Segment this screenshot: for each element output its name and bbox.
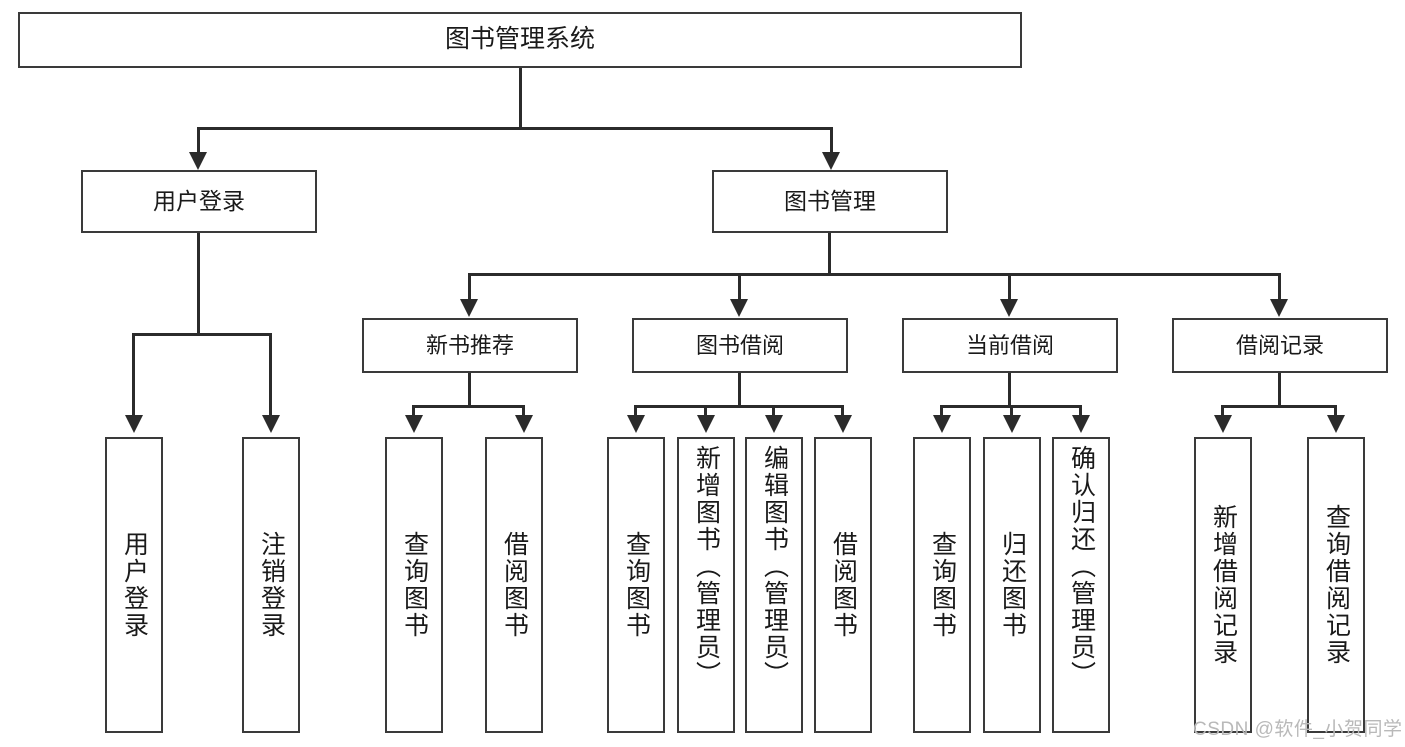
node-label: 确认归还（管理员） <box>1067 445 1096 688</box>
connector-nbr-leaf2 <box>522 405 525 417</box>
connector-book-manage-bus <box>468 273 1280 276</box>
arrowhead-leaf-user-login <box>125 415 143 433</box>
node-label: 查询图书 <box>928 531 957 639</box>
node-leaf-confirm-return[interactable]: 确认归还（管理员） <box>1052 437 1110 733</box>
node-user-login[interactable]: 用户登录 <box>81 170 317 233</box>
node-book-manage[interactable]: 图书管理 <box>712 170 948 233</box>
connector-user-login-stem <box>197 233 200 335</box>
node-leaf-return-book[interactable]: 归还图书 <box>983 437 1041 733</box>
connector-root-bus <box>197 127 833 130</box>
connector-cb-leaf2 <box>1010 405 1013 417</box>
arrowhead-borrow-record <box>1270 299 1288 317</box>
arrowhead-book-borrow <box>730 299 748 317</box>
node-new-book-recommend[interactable]: 新书推荐 <box>362 318 578 373</box>
node-label: 编辑图书（管理员） <box>760 445 789 688</box>
connector-user-login-right <box>269 333 272 417</box>
node-leaf-borrow-book-2[interactable]: 借阅图书 <box>814 437 872 733</box>
node-leaf-edit-book[interactable]: 编辑图书（管理员） <box>745 437 803 733</box>
connector-bb-leaf1 <box>634 405 637 417</box>
connector-bb-leaf3 <box>772 405 775 417</box>
connector-root-to-book-manage <box>830 127 833 155</box>
node-leaf-borrow-book-1[interactable]: 借阅图书 <box>485 437 543 733</box>
node-leaf-query-book-1[interactable]: 查询图书 <box>385 437 443 733</box>
arrowhead-leaf-add-record <box>1214 415 1232 433</box>
node-label: 借阅记录 <box>1235 332 1324 358</box>
connector-nbr-leaf1 <box>412 405 415 417</box>
arrowhead-leaf-return-book <box>1003 415 1021 433</box>
connector-to-borrow-record <box>1278 273 1281 301</box>
node-book-borrow[interactable]: 图书借阅 <box>632 318 848 373</box>
node-leaf-query-book-3[interactable]: 查询图书 <box>913 437 971 733</box>
connector-book-borrow-stem <box>738 373 741 407</box>
connector-bb-leaf4 <box>841 405 844 417</box>
arrowhead-leaf-logout-login <box>262 415 280 433</box>
arrowhead-leaf-add-book <box>697 415 715 433</box>
connector-borrow-record-stem <box>1278 373 1281 407</box>
arrowhead-root-to-book-manage <box>822 152 840 170</box>
node-label: 用户登录 <box>120 531 149 639</box>
connector-book-manage-stem <box>828 233 831 275</box>
connector-to-book-borrow <box>738 273 741 301</box>
node-current-borrow[interactable]: 当前借阅 <box>902 318 1118 373</box>
connector-user-login-bus <box>132 333 272 336</box>
node-label: 图书管理 <box>784 188 876 215</box>
connector-book-borrow-bus <box>634 405 844 408</box>
node-label: 新增借阅记录 <box>1209 504 1238 666</box>
connector-cb-leaf3 <box>1079 405 1082 417</box>
connector-borrow-record-bus <box>1221 405 1337 408</box>
node-leaf-add-book[interactable]: 新增图书（管理员） <box>677 437 735 733</box>
arrowhead-root-to-user-login <box>189 152 207 170</box>
arrowhead-new-book-recommend <box>460 299 478 317</box>
connector-to-new-book-recommend <box>468 273 471 301</box>
node-label: 图书管理系统 <box>444 25 595 54</box>
node-label: 借阅图书 <box>829 531 858 639</box>
arrowhead-leaf-query-book-3 <box>933 415 951 433</box>
node-label: 新增图书（管理员） <box>692 445 721 688</box>
node-label: 新书推荐 <box>425 332 514 358</box>
connector-br-leaf2 <box>1334 405 1337 417</box>
node-root-system[interactable]: 图书管理系统 <box>18 12 1022 68</box>
node-label: 查询图书 <box>400 531 429 639</box>
connector-bb-leaf2 <box>704 405 707 417</box>
node-label: 用户登录 <box>153 188 245 215</box>
connector-root-to-user-login <box>197 127 200 155</box>
node-leaf-query-record[interactable]: 查询借阅记录 <box>1307 437 1365 733</box>
node-borrow-record[interactable]: 借阅记录 <box>1172 318 1388 373</box>
arrowhead-leaf-query-book-1 <box>405 415 423 433</box>
arrowhead-leaf-edit-book <box>765 415 783 433</box>
node-leaf-logout-login[interactable]: 注销登录 <box>242 437 300 733</box>
node-label: 图书借阅 <box>695 332 784 358</box>
node-label: 查询图书 <box>622 531 651 639</box>
node-label: 查询借阅记录 <box>1322 504 1351 666</box>
connector-cb-leaf1 <box>940 405 943 417</box>
connector-to-current-borrow <box>1008 273 1011 301</box>
node-label: 当前借阅 <box>965 332 1054 358</box>
connector-new-book-recommend-stem <box>468 373 471 407</box>
arrowhead-leaf-borrow-book-1 <box>515 415 533 433</box>
connector-br-leaf1 <box>1221 405 1224 417</box>
node-leaf-query-book-2[interactable]: 查询图书 <box>607 437 665 733</box>
arrowhead-leaf-query-book-2 <box>627 415 645 433</box>
connector-current-borrow-stem <box>1008 373 1011 407</box>
node-leaf-user-login[interactable]: 用户登录 <box>105 437 163 733</box>
arrowhead-leaf-query-record <box>1327 415 1345 433</box>
node-label: 借阅图书 <box>500 531 529 639</box>
connector-root-stem <box>519 68 522 129</box>
connector-new-book-recommend-bus <box>412 405 525 408</box>
node-leaf-add-record[interactable]: 新增借阅记录 <box>1194 437 1252 733</box>
arrowhead-leaf-confirm-return <box>1072 415 1090 433</box>
arrowhead-current-borrow <box>1000 299 1018 317</box>
arrowhead-leaf-borrow-book-2 <box>834 415 852 433</box>
node-label: 注销登录 <box>257 531 286 639</box>
connector-user-login-left <box>132 333 135 417</box>
node-label: 归还图书 <box>998 531 1027 639</box>
